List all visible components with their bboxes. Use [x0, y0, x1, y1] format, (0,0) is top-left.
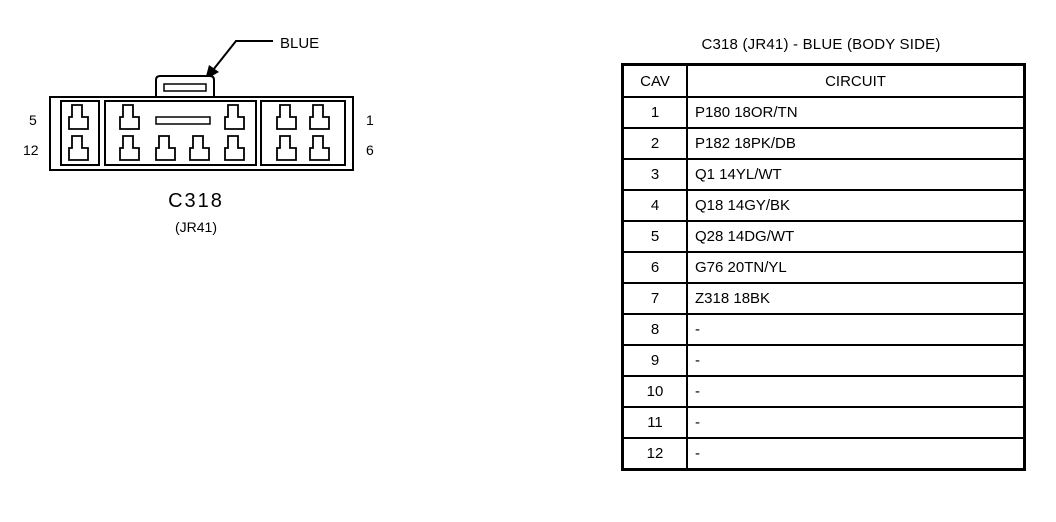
cavity-terminal [155, 135, 176, 161]
cavity-terminal [119, 104, 140, 130]
table-row: 2 P182 18PK/DB [621, 127, 1026, 160]
connector-housing [49, 96, 354, 171]
cell-circuit: Q18 14GY/BK [686, 189, 1026, 222]
cavity-terminal [68, 135, 89, 161]
cell-cav: 2 [621, 127, 688, 160]
cavity-terminal [224, 135, 245, 161]
cavity-terminal [309, 135, 330, 161]
cell-circuit: Z318 18BK [686, 282, 1026, 315]
connector-color-label: BLUE [280, 35, 319, 52]
table-row: 5 Q28 14DG/WT [621, 220, 1026, 253]
cell-cav: 4 [621, 189, 688, 222]
table-title: C318 (JR41) - BLUE (BODY SIDE) [701, 36, 941, 53]
cavity-terminal [276, 135, 297, 161]
pin-label-bottom-left: 12 [23, 142, 39, 158]
cell-circuit: G76 20TN/YL [686, 251, 1026, 284]
pin-label-bottom-right: 6 [366, 142, 374, 158]
cell-circuit: - [686, 406, 1026, 439]
header-circuit: CIRCUIT [686, 63, 1026, 98]
cell-cav: 12 [621, 437, 688, 471]
pin-label-top-right: 1 [366, 112, 374, 128]
cell-circuit: Q1 14YL/WT [686, 158, 1026, 191]
pin-label-top-left: 5 [29, 112, 37, 128]
table-row: 4 Q18 14GY/BK [621, 189, 1026, 222]
header-cav: CAV [621, 63, 688, 98]
connector-id: (JR41) [175, 219, 217, 235]
cell-cav: 5 [621, 220, 688, 253]
cavity-terminal [224, 104, 245, 130]
table-row: 10 - [621, 375, 1026, 408]
pinout-table: CAV CIRCUIT 1 P180 18OR/TN 2 P182 18PK/D… [621, 63, 1026, 471]
cell-circuit: P182 18PK/DB [686, 127, 1026, 160]
cell-circuit: P180 18OR/TN [686, 96, 1026, 129]
cavity-terminal [119, 135, 140, 161]
table-row: 6 G76 20TN/YL [621, 251, 1026, 284]
cell-circuit: - [686, 344, 1026, 377]
cell-cav: 3 [621, 158, 688, 191]
table-row: 9 - [621, 344, 1026, 377]
table-row: 12 - [621, 437, 1026, 471]
cavity-terminal [276, 104, 297, 130]
table-row: 7 Z318 18BK [621, 282, 1026, 315]
cell-cav: 9 [621, 344, 688, 377]
table-row: 1 P180 18OR/TN [621, 96, 1026, 129]
cell-circuit: - [686, 375, 1026, 408]
connector-name: C318 [168, 190, 224, 212]
table-row: 11 - [621, 406, 1026, 439]
cell-circuit: - [686, 437, 1026, 471]
cell-circuit: - [686, 313, 1026, 346]
table-row: 8 - [621, 313, 1026, 346]
cavity-terminal [189, 135, 210, 161]
cavity-terminal [309, 104, 330, 130]
table-header-row: CAV CIRCUIT [621, 63, 1026, 98]
table-row: 3 Q1 14YL/WT [621, 158, 1026, 191]
connector-diagram: BLUE 5 12 1 6 C318 (JR41) [23, 35, 374, 235]
cell-cav: 1 [621, 96, 688, 129]
cell-cav: 11 [621, 406, 688, 439]
cell-circuit: Q28 14DG/WT [686, 220, 1026, 253]
cavity-terminal [68, 104, 89, 130]
connector-cavities [68, 104, 330, 161]
callout-leader [212, 40, 273, 71]
cell-cav: 10 [621, 375, 688, 408]
cell-cav: 6 [621, 251, 688, 284]
cell-cav: 7 [621, 282, 688, 315]
cell-cav: 8 [621, 313, 688, 346]
